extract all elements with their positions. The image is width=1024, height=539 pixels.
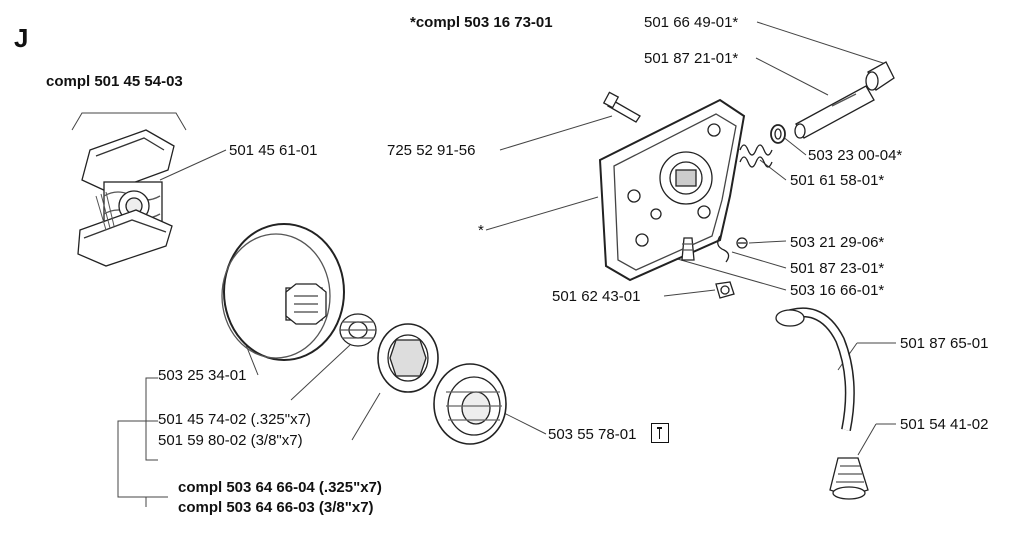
clutch-drum-drawing xyxy=(221,223,345,361)
clutch-assembly-drawing xyxy=(77,129,175,267)
clip-drawing xyxy=(717,235,730,263)
bolt-label: 725 52 91-56 xyxy=(387,142,476,159)
pump-cap-drawing xyxy=(865,61,895,91)
sprocket-drawing xyxy=(377,323,439,393)
rim-sprocket-drawing xyxy=(433,363,507,445)
clutch-shoe-label: 501 45 61-01 xyxy=(229,142,318,159)
compl-38-label: compl 503 64 66-03 (3/8"x7) xyxy=(178,499,374,516)
screw-drawing xyxy=(736,237,748,249)
wrench-icon xyxy=(651,423,669,443)
clip-label: 501 87 23-01* xyxy=(790,260,885,277)
section-letter: J xyxy=(14,23,29,53)
compl-325-label: compl 503 64 66-04 (.325"x7) xyxy=(178,479,382,496)
hose-label: 501 87 65-01 xyxy=(900,335,989,352)
oring-label: 503 23 00-04* xyxy=(808,147,903,164)
cap-label: 501 66 49-01* xyxy=(644,14,739,31)
header-assembly-label: *compl 503 16 73-01 xyxy=(410,14,553,31)
shaft-label: 501 87 21-01* xyxy=(644,50,739,67)
oil-pump-body-drawing xyxy=(598,98,746,282)
nut-drawing xyxy=(715,281,735,299)
bolt-drawing xyxy=(602,91,641,123)
wrench-icon-glyph xyxy=(657,427,662,439)
valve-label: 503 16 66-01* xyxy=(790,282,885,299)
nut-label: 501 62 43-01 xyxy=(552,288,641,305)
oil-hose-drawing xyxy=(775,307,855,431)
spring-label: 501 61 58-01* xyxy=(790,172,885,189)
rim-sprocket-label: 503 55 78-01 xyxy=(548,426,637,443)
oil-filter-drawing xyxy=(829,457,869,500)
sprocket-325-label: 501 45 74-02 (.325"x7) xyxy=(158,411,311,428)
drum-label: 503 25 34-01 xyxy=(158,367,247,384)
star-label: * xyxy=(478,222,484,239)
sprocket-38-label: 501 59 80-02 (3/8"x7) xyxy=(158,432,303,449)
oring-drawing xyxy=(770,124,786,144)
screw-label: 503 21 29-06* xyxy=(790,234,885,251)
filter-label: 501 54 41-02 xyxy=(900,416,989,433)
valve-drawing xyxy=(681,237,695,261)
clutch-title-label: compl 501 45 54-03 xyxy=(46,73,183,90)
pump-shaft-drawing xyxy=(794,85,875,139)
spring-drawing xyxy=(739,144,773,168)
needle-bearing-drawing xyxy=(339,313,377,347)
